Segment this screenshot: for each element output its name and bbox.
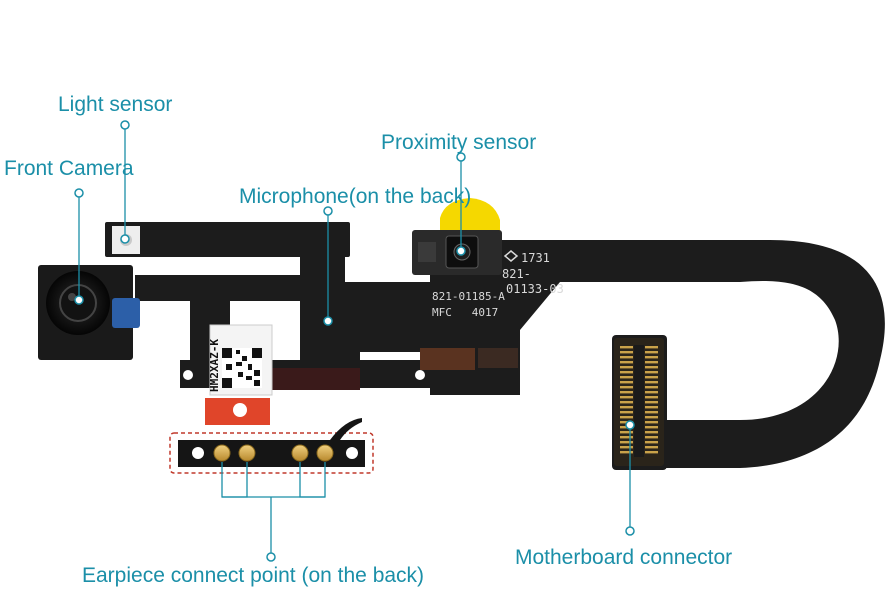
label-earpiece: Earpiece connect point (on the back) xyxy=(82,564,425,587)
connector-pin xyxy=(645,401,658,404)
connector-pin xyxy=(645,386,658,389)
connector-pin xyxy=(620,396,633,399)
leader-lines xyxy=(78,127,631,556)
connector-pin xyxy=(645,416,658,419)
camera-blue-tab xyxy=(112,298,140,328)
label-motherboard: Motherboard connector xyxy=(515,546,733,569)
label-microphone: Microphone(on the back) xyxy=(239,185,472,208)
connector-pin xyxy=(645,421,658,424)
proximity-sensor xyxy=(412,198,502,275)
connector-pin xyxy=(620,376,633,379)
connector-pin xyxy=(620,411,633,414)
connector-pin xyxy=(645,366,658,369)
connector-pin xyxy=(645,406,658,409)
connector-pin xyxy=(620,381,633,384)
connector-pin xyxy=(645,451,658,454)
print-part-line3: 821-01185-A xyxy=(432,290,505,303)
label-proximity-sensor: Proximity sensor xyxy=(381,131,537,154)
adhesive-strip xyxy=(478,348,518,368)
connector-pin xyxy=(645,391,658,394)
connector-pin xyxy=(620,451,633,454)
connector-pin xyxy=(620,361,633,364)
connector-pin xyxy=(620,386,633,389)
connector-pin xyxy=(645,356,658,359)
leader-dots xyxy=(74,120,635,562)
connector-pin xyxy=(620,401,633,404)
print-badge-number: 1731 xyxy=(521,251,550,265)
badge-icon xyxy=(503,250,519,262)
connector-pin xyxy=(620,436,633,439)
label-light-sensor: Light sensor xyxy=(58,93,173,116)
connector-pin xyxy=(620,446,633,449)
earpiece-contact-strip xyxy=(169,418,374,474)
connector-pin xyxy=(645,436,658,439)
qr-sticker-text: HM2XAZ-K xyxy=(208,339,221,392)
adhesive-strip xyxy=(420,348,475,370)
print-part-line2: 01133-03 xyxy=(506,282,564,296)
connector-pin xyxy=(620,366,633,369)
flex-print: 1731 821- 01133-03 821-01185-A MFC 4017 xyxy=(432,250,564,319)
connector-pin xyxy=(620,371,633,374)
print-part-line4: MFC 4017 xyxy=(432,306,498,319)
motherboard-connector xyxy=(614,338,664,466)
connector-pin xyxy=(645,441,658,444)
connector-pin xyxy=(645,346,658,349)
connector-pin xyxy=(620,416,633,419)
connector-pin xyxy=(645,381,658,384)
connector-pin xyxy=(645,411,658,414)
connector-pin xyxy=(645,446,658,449)
qr-sticker: HM2XAZ-K xyxy=(208,324,273,396)
connector-pin xyxy=(620,391,633,394)
label-front-camera: Front Camera xyxy=(4,157,134,180)
connector-pin xyxy=(645,431,658,434)
connector-pin xyxy=(620,356,633,359)
connector-pin xyxy=(620,346,633,349)
connector-pin xyxy=(645,396,658,399)
connector-pin xyxy=(620,351,633,354)
connector-pin xyxy=(645,351,658,354)
connector-pin xyxy=(620,441,633,444)
front-camera xyxy=(38,265,140,360)
print-part-line1: 821- xyxy=(502,267,531,281)
connector-pin xyxy=(645,371,658,374)
connector-pin xyxy=(620,431,633,434)
connector-pin xyxy=(645,426,658,429)
connector-pin xyxy=(645,361,658,364)
connector-pin xyxy=(620,406,633,409)
adhesive-strip xyxy=(270,368,360,390)
connector-pin xyxy=(645,376,658,379)
